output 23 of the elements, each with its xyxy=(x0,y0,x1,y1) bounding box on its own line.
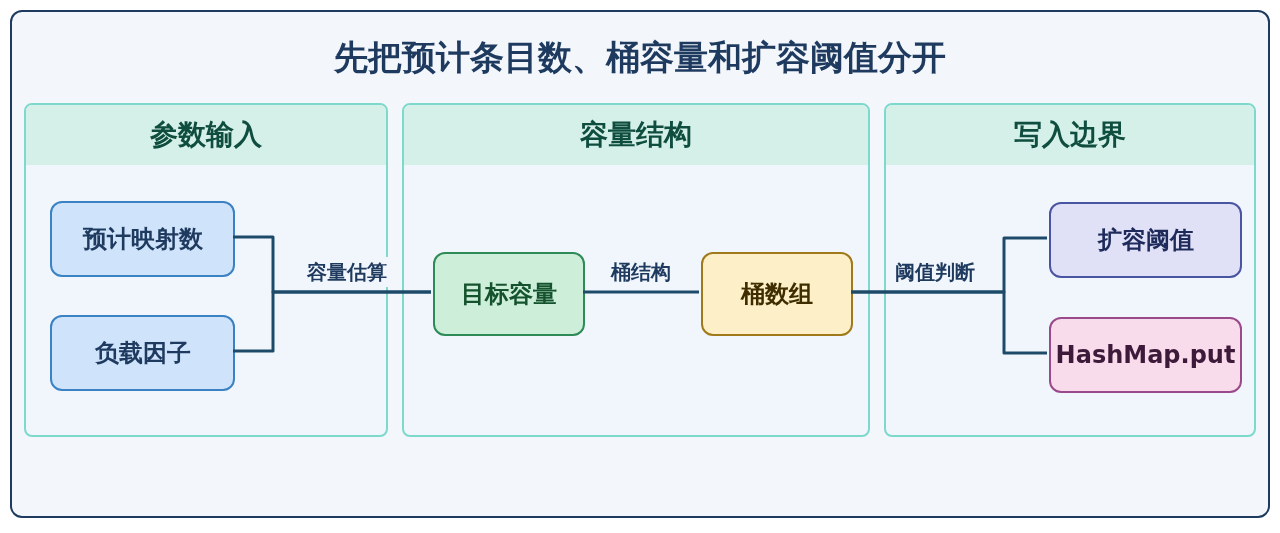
edge-label: 容量估算 xyxy=(303,257,391,287)
process-box xyxy=(433,252,585,336)
node-label: 桶数组 xyxy=(741,279,813,310)
process-box xyxy=(1049,317,1242,393)
node-label: HashMap.put xyxy=(1055,340,1236,371)
process-box xyxy=(50,315,235,391)
node-label: 预计映射数 xyxy=(82,224,203,255)
panel-title: 写入边界 xyxy=(1014,117,1126,153)
panel-title: 容量结构 xyxy=(580,117,692,153)
group-panel xyxy=(402,103,870,437)
process-box xyxy=(701,252,853,336)
process-box xyxy=(50,201,235,277)
process-box xyxy=(1049,202,1242,278)
group-panel xyxy=(24,103,388,437)
node-label: 目标容量 xyxy=(461,279,557,310)
panel-title: 参数输入 xyxy=(150,117,262,153)
connector-line xyxy=(851,290,1047,355)
diagram-title: 先把预计条目数、桶容量和扩容阈值分开 xyxy=(333,36,947,79)
node-label: 负载因子 xyxy=(94,338,191,369)
group-panel xyxy=(884,103,1256,437)
connector-line xyxy=(583,290,699,294)
node-label: 扩容阈值 xyxy=(1097,225,1194,256)
connector-line xyxy=(233,290,431,353)
